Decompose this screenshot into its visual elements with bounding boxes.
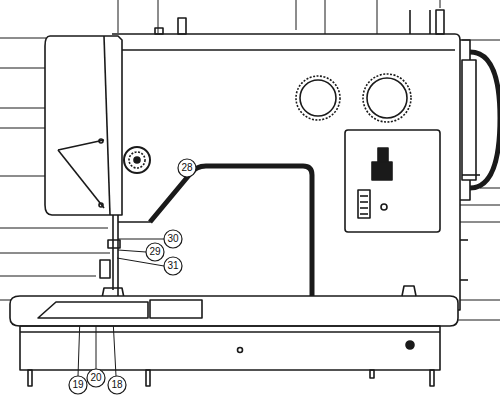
- callout-number: 31: [167, 261, 178, 271]
- callout-circles: [69, 159, 196, 394]
- callout-number: 19: [72, 380, 83, 390]
- callout-number: 28: [181, 163, 192, 173]
- callout-number: 18: [111, 380, 122, 390]
- callout-number: 29: [149, 247, 160, 257]
- callout-number: 20: [90, 373, 101, 383]
- callout-number: 30: [167, 234, 178, 244]
- leader-lines: [0, 0, 500, 376]
